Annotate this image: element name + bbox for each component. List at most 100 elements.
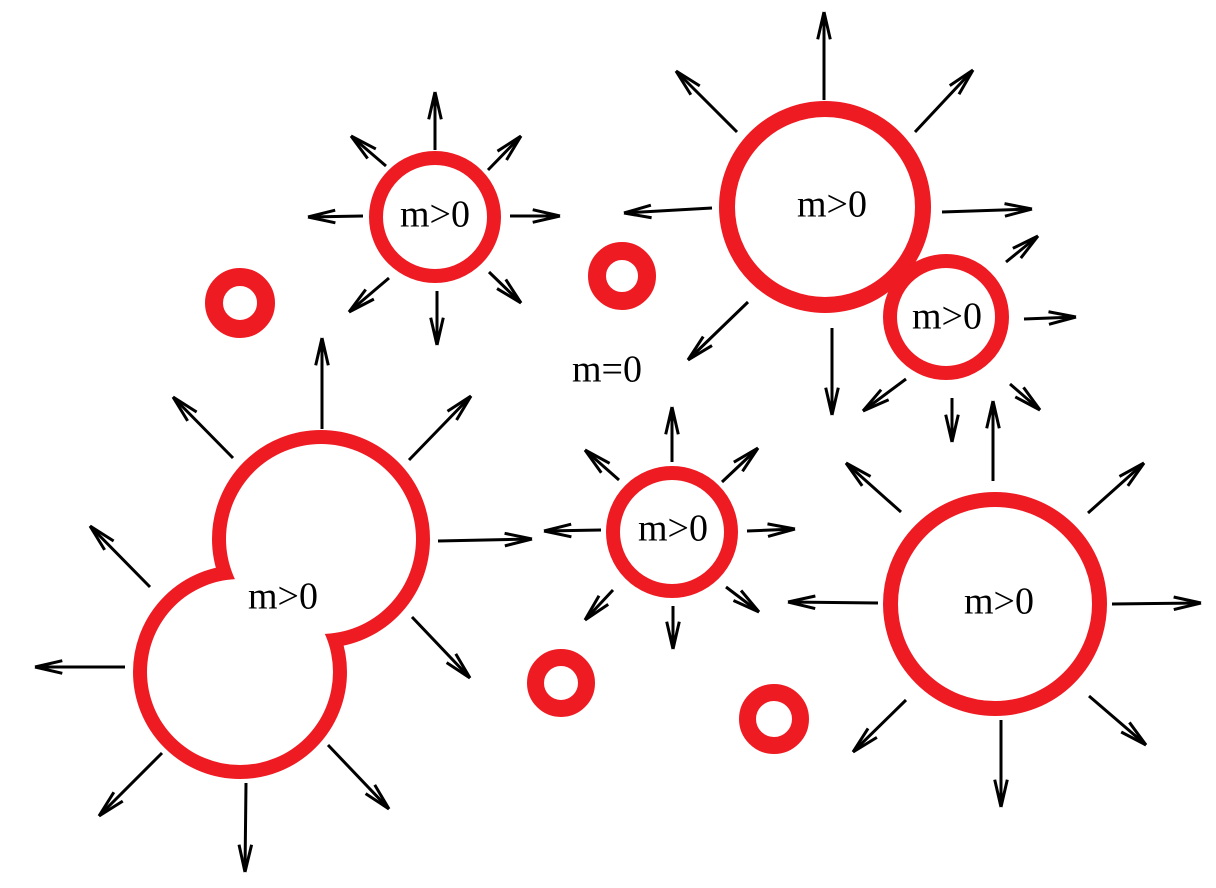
arrowhead-barb xyxy=(1004,202,1033,211)
expansion-arrow xyxy=(429,291,445,346)
arrowhead-barb xyxy=(948,68,974,87)
bubble-top-right-large xyxy=(719,101,931,313)
arrowhead-barb xyxy=(504,531,533,541)
arrow-shaft xyxy=(1111,601,1202,606)
arrow-shaft xyxy=(787,600,879,605)
arrowhead-barb xyxy=(993,779,1003,808)
arrow-shaft xyxy=(686,300,750,362)
expansion-arrow xyxy=(407,394,473,462)
arrowhead-barb xyxy=(787,594,816,604)
arrowhead-barb xyxy=(584,603,610,622)
expansion-arrow xyxy=(985,400,1001,481)
arrowhead-barb xyxy=(767,527,796,538)
bubble-top-right-large-interior xyxy=(734,116,916,298)
arrowhead-barb xyxy=(347,288,367,313)
bubble-merged xyxy=(133,430,430,779)
arrow-shaft xyxy=(913,68,975,134)
arrowhead-barb xyxy=(674,70,693,96)
arrow-shaft xyxy=(720,446,760,484)
bubble-merged-interior xyxy=(147,579,333,765)
arrowhead-barb xyxy=(445,661,471,680)
arrowhead-barb xyxy=(433,91,443,120)
bubble-rings xyxy=(369,101,1107,716)
arrow-shaft xyxy=(725,585,760,614)
expansion-arrow xyxy=(913,68,975,134)
arrowhead-barb xyxy=(88,525,106,551)
arrowhead-barb xyxy=(435,317,445,346)
arrowhead-barb xyxy=(307,215,336,225)
arrowhead-barb xyxy=(454,653,472,679)
arrowhead-barb xyxy=(844,462,864,487)
arrow-shaft xyxy=(845,461,902,514)
expansion-arrow xyxy=(816,11,832,100)
expansion-arrow xyxy=(347,276,390,314)
expansion-arrow xyxy=(665,606,681,650)
arrowhead-barb xyxy=(446,394,472,413)
arrow-shaft xyxy=(1005,234,1039,264)
arrow-shaft xyxy=(746,527,796,533)
arrow-shaft xyxy=(1088,694,1147,747)
arrowhead-barb xyxy=(89,524,115,543)
bubble-attached-label: m>0 xyxy=(912,295,982,338)
arrowhead-barb xyxy=(1022,386,1042,411)
arrow-shaft xyxy=(88,524,152,589)
arrowhead-barb xyxy=(845,461,872,478)
arrowhead-barb xyxy=(543,529,572,539)
arrowhead-barb xyxy=(767,522,796,531)
nucleating-ring-1 xyxy=(205,268,275,338)
bubble-middle xyxy=(606,466,738,598)
arrowhead-barb xyxy=(543,522,572,533)
arrow-shaft xyxy=(584,448,620,482)
arrowhead-barb xyxy=(307,208,336,219)
expansion-arrow xyxy=(1087,461,1146,515)
arrowhead-barb xyxy=(504,537,533,548)
expansion-arrow xyxy=(941,202,1033,218)
expansion-arrow xyxy=(623,203,713,220)
expansion-arrow xyxy=(307,208,364,225)
arrowhead-barb xyxy=(852,736,878,754)
arrowhead-barb xyxy=(496,134,522,153)
arrowhead-barb xyxy=(98,799,124,818)
bubble-top-right-label: m>0 xyxy=(797,183,867,226)
expansion-arrow xyxy=(720,446,760,484)
arrowhead-barb xyxy=(787,600,816,611)
arrow-shaft xyxy=(486,134,523,172)
expansion-arrow xyxy=(824,328,840,416)
arrowhead-barb xyxy=(664,406,674,435)
arrowhead-barb xyxy=(455,395,473,421)
arrowhead-barb xyxy=(985,400,995,429)
nucleating-rings xyxy=(205,242,809,754)
arrow-shaft xyxy=(350,134,387,168)
arrowhead-barb xyxy=(584,448,611,465)
arrow-shaft xyxy=(437,537,533,543)
expansion-arrow xyxy=(410,615,472,680)
bubble-attached-small xyxy=(883,254,1009,380)
arrowhead-barb xyxy=(991,400,1001,429)
bubble-attached-small-interior xyxy=(896,267,996,367)
expansion-arrow xyxy=(34,659,125,675)
arrowhead-barb xyxy=(171,396,189,422)
expansion-arrow xyxy=(1009,382,1042,412)
expansion-arrow xyxy=(944,398,960,443)
arrow-shaft xyxy=(543,528,602,533)
expansion-arrow xyxy=(326,743,391,811)
arrowhead-barb xyxy=(1173,601,1202,612)
bubble-right-interior xyxy=(897,506,1093,702)
arrowhead-barb xyxy=(532,214,561,224)
expansion-arrow xyxy=(674,69,739,134)
arrow-shaft xyxy=(862,377,907,413)
expansion-arrow xyxy=(427,91,443,150)
expansion-arrow xyxy=(237,782,254,873)
expansion-arrow xyxy=(746,522,796,538)
bubble-interiors xyxy=(382,116,1093,702)
expansion-arrow xyxy=(171,395,235,460)
arrowhead-barb xyxy=(851,727,870,753)
bubble-top-left xyxy=(369,151,501,283)
arrowhead-barb xyxy=(665,621,675,650)
arrowhead-barb xyxy=(583,449,603,474)
expansion-arrow xyxy=(1005,234,1040,264)
expansion-arrow xyxy=(787,594,879,611)
arrow-shaft xyxy=(410,615,472,680)
arrowhead-barb xyxy=(822,11,832,40)
arrowhead-barb xyxy=(999,779,1009,808)
